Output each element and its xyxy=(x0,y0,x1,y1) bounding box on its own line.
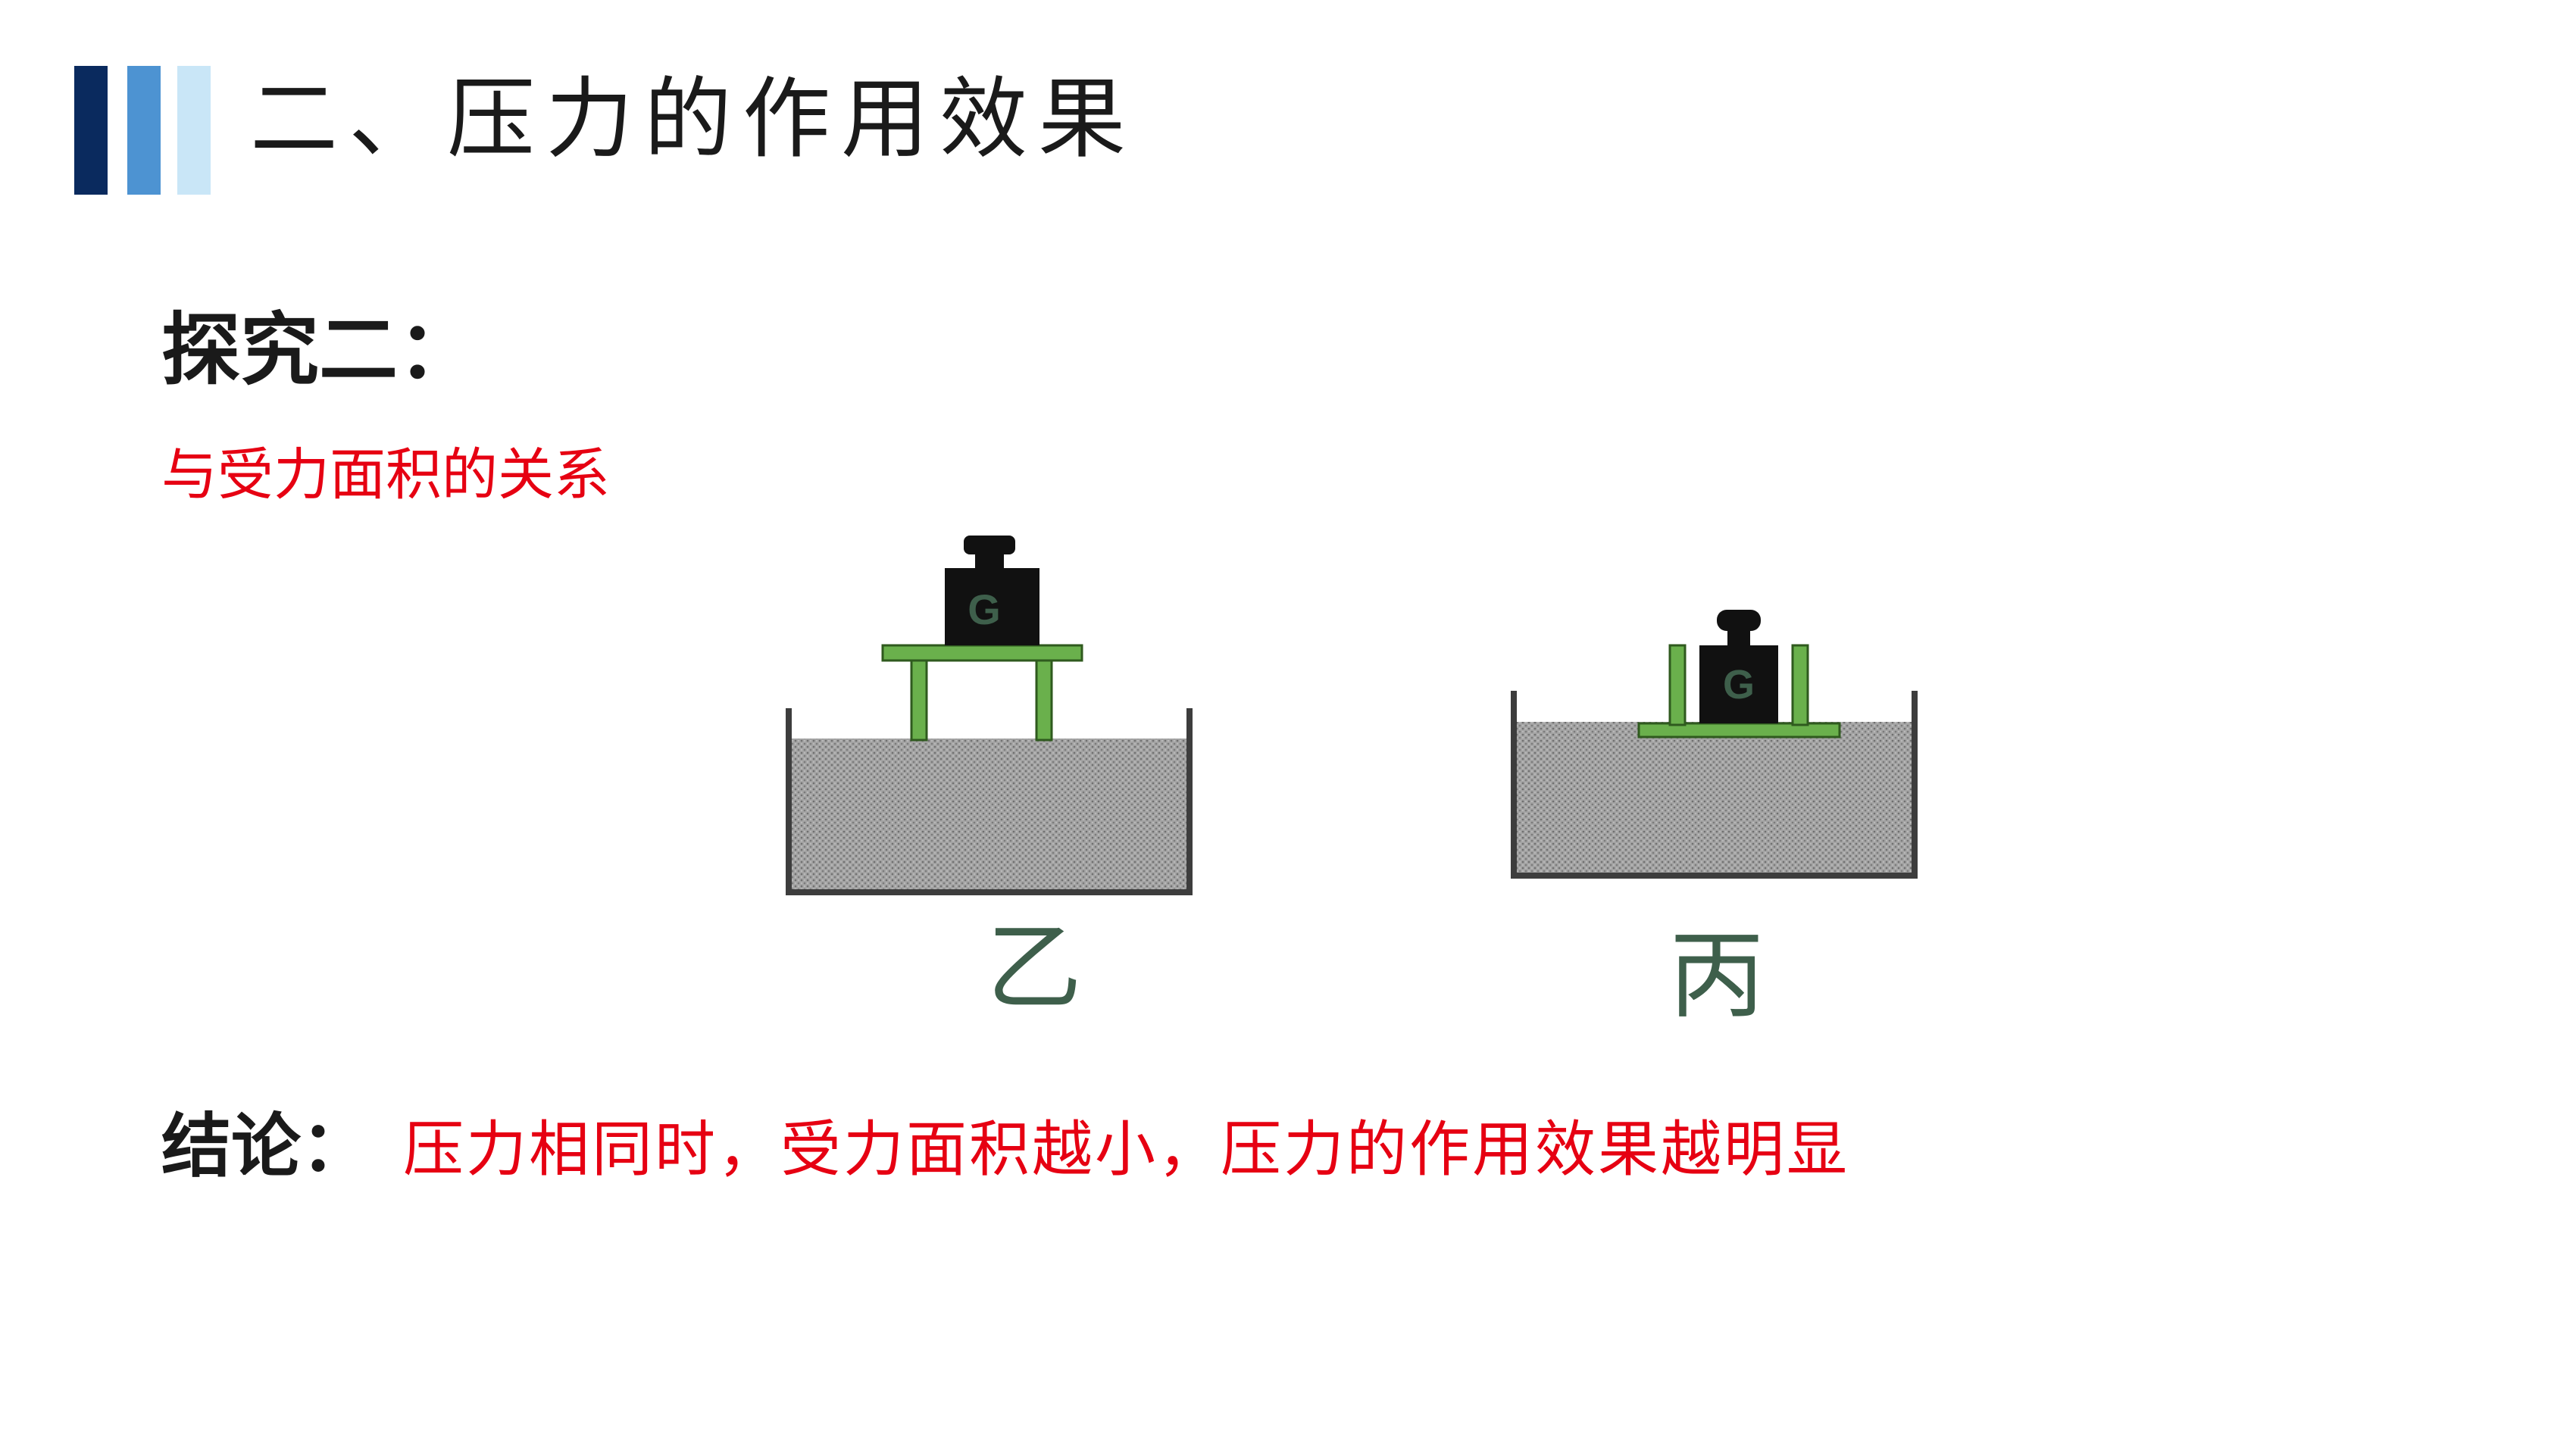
sand-bing xyxy=(1514,722,1913,874)
accent-bar-dark xyxy=(74,66,108,195)
sand-yi xyxy=(789,739,1188,891)
weight-yi: G xyxy=(945,536,1039,645)
weight-mark-bing: G xyxy=(1723,662,1755,707)
table-leg-right-yi xyxy=(1035,655,1053,742)
section-subtitle: 与受力面积的关系 xyxy=(161,442,610,507)
table-leg-left-yi xyxy=(910,655,928,742)
table-leg-right-bing xyxy=(1791,644,1809,726)
weight-mark-yi: G xyxy=(968,586,1001,633)
setup-bing: G xyxy=(1511,610,1918,879)
conclusion-text: 压力相同时，受力面积越小，压力的作用效果越明显 xyxy=(403,1114,1849,1185)
container-yi xyxy=(786,708,1193,895)
accent-bar-mid xyxy=(127,66,161,195)
accent-bar-light xyxy=(177,66,211,195)
container-bing xyxy=(1511,691,1918,879)
section-heading: 探究二： xyxy=(161,304,477,396)
weight-bing: G xyxy=(1699,610,1778,723)
label-bing: 丙 xyxy=(1669,920,1765,1032)
conclusion-label: 结论： xyxy=(161,1106,371,1187)
table-leg-left-bing xyxy=(1668,644,1687,726)
setup-yi: G xyxy=(786,536,1193,895)
page-title: 二、压力的作用效果 xyxy=(250,68,1136,170)
label-yi: 乙 xyxy=(986,912,1082,1023)
table-top-yi xyxy=(881,644,1083,662)
